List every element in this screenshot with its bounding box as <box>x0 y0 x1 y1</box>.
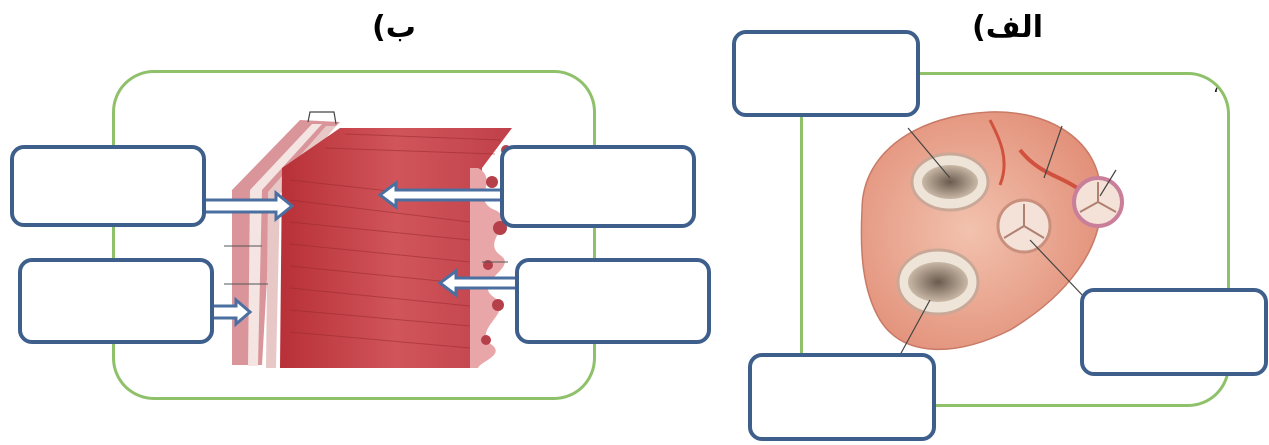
stray-mark: ، <box>1213 76 1219 97</box>
label-box-b-bottom-right[interactable] <box>515 258 711 344</box>
label-box-b-top-right[interactable] <box>500 145 696 228</box>
heart-wall-illustration <box>224 112 512 368</box>
valve-opening <box>922 165 978 199</box>
label-box-a-top[interactable] <box>732 30 920 117</box>
valve-opening <box>908 262 968 302</box>
label-box-a-right[interactable] <box>1080 288 1268 376</box>
label-box-b-bottom-left[interactable] <box>18 258 214 344</box>
label-box-a-bottom[interactable] <box>748 353 936 441</box>
label-box-b-top-left[interactable] <box>10 145 206 227</box>
heart-base <box>861 112 1101 350</box>
